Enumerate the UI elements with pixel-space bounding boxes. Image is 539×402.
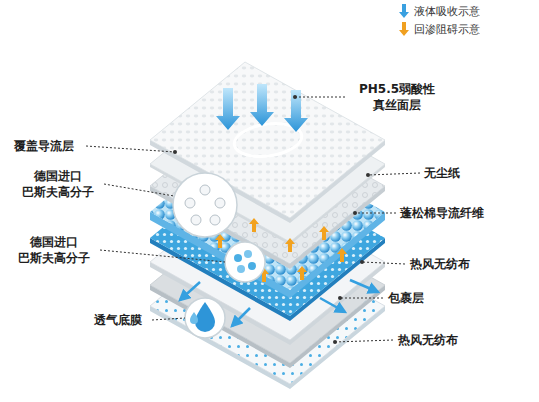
leader-line [86, 146, 175, 152]
legend-arrow-shape [399, 22, 409, 36]
rewet-arrow [297, 266, 307, 280]
leader-dot [353, 211, 357, 215]
granule [234, 254, 242, 262]
granule [244, 250, 252, 258]
absorb-arrow [284, 90, 308, 132]
leader-line [100, 250, 225, 262]
callout-label: 无尘纸 [424, 165, 494, 181]
absorb-arrow [216, 88, 240, 130]
flow-arrow [350, 280, 378, 292]
flow-arrow [320, 298, 345, 312]
leader-dot [293, 95, 297, 99]
flow-arrow [180, 282, 200, 300]
leader-dot [338, 296, 342, 300]
layer-stack [150, 62, 385, 389]
polymer-zoom [225, 242, 265, 282]
leader-dot [366, 173, 370, 177]
legend-arrow-shape [399, 4, 409, 18]
leader-dot [360, 260, 364, 264]
absorb-arrows [216, 84, 308, 132]
legend-text: 液体吸收示意 [414, 4, 480, 19]
callout-label: 透气底膜 [94, 312, 164, 328]
water-drop [190, 312, 198, 324]
rewet-arrow [319, 226, 329, 240]
granule [237, 265, 245, 273]
callout-label: 热风无纺布 [398, 332, 488, 348]
rewet-arrow [285, 238, 295, 252]
leader-dot [173, 150, 177, 154]
polymer-bead [191, 215, 201, 225]
legend-text: 回渗阻碍示意 [414, 22, 480, 37]
legend-entry: 液体吸收示意 [398, 3, 480, 19]
callout-label: 包裹层 [388, 290, 448, 306]
callout-label: 热风无纺布 [410, 256, 500, 272]
rewet-arrow [249, 218, 259, 232]
leader-line [335, 340, 393, 342]
polymer-bead [185, 198, 195, 208]
leader-lines [86, 95, 420, 344]
flow-arrow [232, 308, 250, 326]
leader-line [104, 184, 174, 196]
callout-label: 德国进口 巴斯夫高分子 [8, 234, 100, 266]
film-zoom [185, 298, 225, 338]
water-drop [195, 302, 215, 332]
callout-label: PH5.5弱酸性 真丝面层 [345, 81, 449, 113]
granule [248, 262, 256, 270]
leader-line [152, 318, 185, 320]
zoom-circle [225, 242, 265, 282]
polymer-bead [215, 198, 225, 208]
legend-arrow [398, 3, 410, 19]
leader-line [340, 298, 383, 299]
rewet-arrow [337, 248, 347, 262]
absorb-arrow [250, 84, 274, 126]
leader-line [355, 213, 396, 214]
zoom-circle [173, 173, 237, 237]
legend-arrow [398, 21, 410, 37]
callout-label: 覆盖导流层 [14, 138, 94, 154]
rewet-arrows [215, 218, 347, 282]
rewet-arrow [215, 234, 225, 248]
leader-dot [333, 340, 337, 344]
callout-label: 蓬松棉导流纤维 [400, 205, 510, 221]
leader-line [295, 97, 345, 98]
leader-line [368, 173, 420, 175]
legend-entry: 回渗阻碍示意 [398, 21, 480, 37]
leader-line [362, 262, 405, 264]
polymer-zoom [173, 173, 237, 237]
zoom-circle [185, 298, 225, 338]
polymer-bead [210, 215, 220, 225]
callout-label: 德国进口 巴斯夫高分子 [12, 168, 104, 200]
polymer-bead [200, 185, 210, 195]
